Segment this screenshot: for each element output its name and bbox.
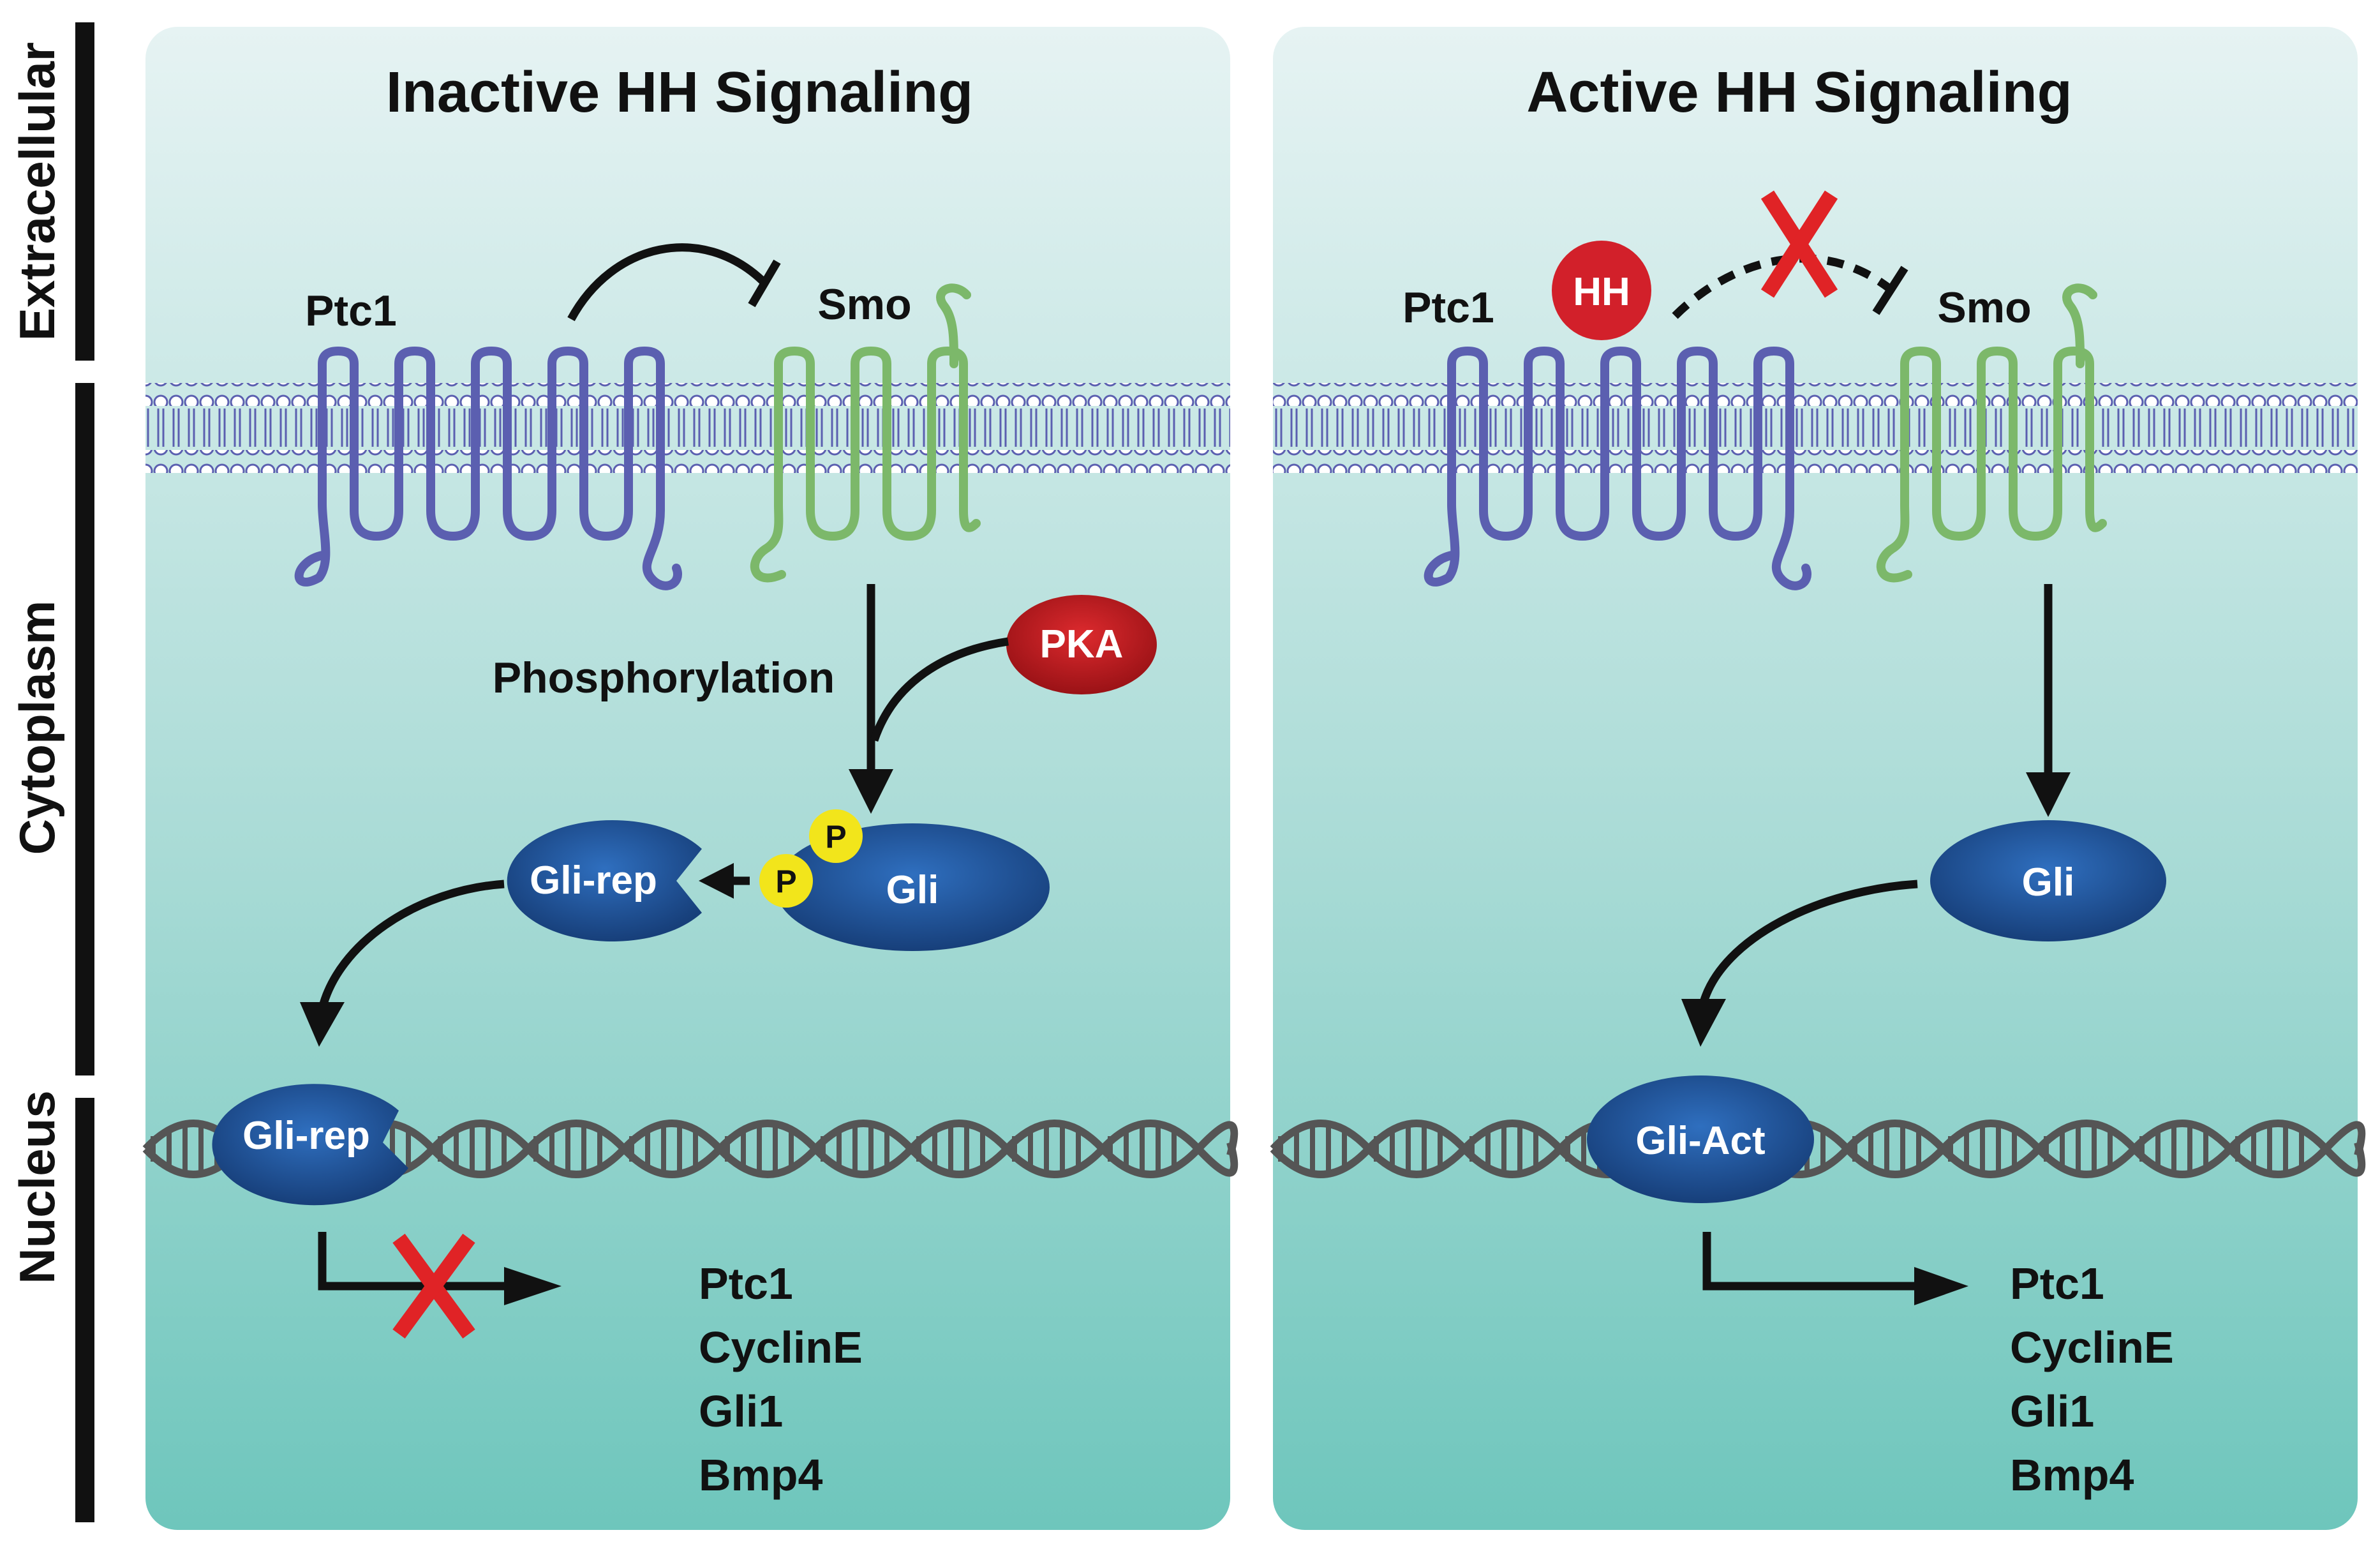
target-genes-list: Ptc1 CyclinE Gli1 Bmp4 (699, 1259, 863, 1500)
nuclear-import-arrowhead (300, 1002, 345, 1047)
cell-membrane (145, 383, 1230, 473)
smo-label: Smo (817, 280, 911, 329)
phosphate-2 (759, 854, 813, 908)
smo-to-gli-arrow (849, 584, 893, 814)
dna-helix (1270, 1120, 2366, 1178)
cell-membrane (1273, 383, 2358, 473)
gene-item: CyclinE (699, 1322, 863, 1372)
smo-to-gli-arrow (2026, 584, 2071, 817)
phosphorylation-label: Phosphorylation (493, 654, 835, 702)
gli-rep-nuclear (212, 1084, 408, 1206)
pka-arrow (870, 637, 1009, 742)
gene-item: Gli1 (2010, 1386, 2094, 1436)
hh-label: HH (1573, 270, 1630, 314)
pka-label: PKA (1040, 622, 1124, 666)
active-panel-background (1273, 27, 2358, 1530)
gli-label: Gli (2022, 860, 2075, 904)
ptc1-label: Ptc1 (1402, 283, 1494, 332)
gene-item: Bmp4 (2010, 1450, 2134, 1500)
cytoplasm-bar (75, 383, 94, 1075)
cleavage-arrowhead (699, 863, 734, 899)
cytoplasm-label: Cytoplasm (9, 601, 65, 855)
gli-protein (1930, 820, 2166, 941)
gli-rep-cytoplasmic (507, 820, 702, 942)
gene-item: Ptc1 (2010, 1259, 2104, 1308)
smo-receptor (750, 283, 981, 583)
smo-label: Smo (1937, 283, 2031, 332)
nucleus-bar (75, 1098, 94, 1522)
inactive-panel: Inactive HH Signaling Ptc1 Smo PKA (142, 27, 1238, 1530)
gli-rep-cytoplasmic-label: Gli-rep (530, 858, 657, 903)
phosphate-2-label: P (775, 864, 796, 899)
active-panel: Active HH Signaling Ptc1 HH Smo (1270, 27, 2366, 1530)
target-genes-list: Ptc1 CyclinE Gli1 Bmp4 (2010, 1259, 2174, 1500)
transcription-arrow (1702, 1232, 1968, 1305)
ptc1-label: Ptc1 (305, 287, 397, 335)
smo-receptor (1876, 283, 2107, 583)
ptc1-inhibits-smo-arrow (567, 243, 781, 322)
gli-label: Gli (886, 868, 939, 912)
active-panel-title: Active HH Signaling (1526, 61, 2072, 124)
pka-enzyme (1006, 595, 1157, 694)
gli-rep-nuclear-import-arrow (318, 880, 505, 1010)
ptc1-receptor (294, 346, 682, 590)
blocked-inhibition-arrow (1672, 190, 1908, 319)
gene-item: Gli1 (699, 1386, 783, 1436)
gene-item: Ptc1 (699, 1259, 793, 1308)
gli-activation-arrow (1699, 880, 1918, 1003)
gene-item: Bmp4 (699, 1450, 823, 1500)
gli-act-label: Gli-Act (1635, 1119, 1765, 1163)
inactive-panel-background (145, 27, 1230, 1530)
gli-rep-nuclear-label: Gli-rep (242, 1114, 370, 1158)
gene-item: CyclinE (2010, 1322, 2174, 1372)
hh-ligand (1552, 241, 1651, 340)
extracellular-label: Extracellular (9, 42, 65, 341)
gli-activation-arrowhead (1681, 999, 1726, 1047)
side-compartment-bars: Extracellular Cytoplasm Nucleus (9, 22, 94, 1522)
phosphate-1 (809, 809, 863, 863)
ptc1-receptor (1424, 346, 1811, 590)
blocked-transcription-arrow (318, 1232, 562, 1339)
gli-act-protein (1587, 1075, 1814, 1203)
phosphate-1-label: P (825, 819, 846, 855)
nucleus-label: Nucleus (9, 1090, 65, 1284)
extracellular-bar (75, 22, 94, 361)
inactive-panel-title: Inactive HH Signaling (386, 61, 973, 124)
